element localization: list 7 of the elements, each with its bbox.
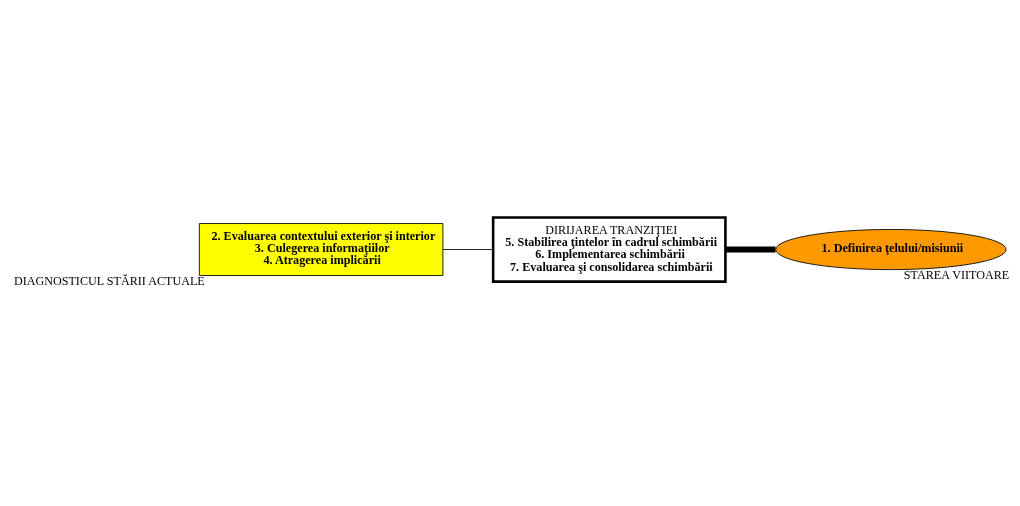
node-label: STAREA VIITOARE bbox=[903, 268, 1010, 283]
node-box: 2. Evaluarea contextului exterior şi interior 3. Culegerea informaţiilor 4. Atragerea implicării bbox=[198, 223, 444, 276]
node-box: DIRIJAREA TRANZIŢIEI 5. Stabilirea ţintelor în cadrul schimbării 6. Implementarea schimbării 7. Evaluarea şi consolidarea schimbării bbox=[491, 216, 727, 283]
connector bbox=[442, 249, 494, 250]
node-ellipse: 1. Definirea ţelului/misiunii bbox=[775, 229, 1007, 271]
node-label: DIAGNOSTICUL STĂRII ACTUALE bbox=[13, 274, 205, 289]
connector bbox=[725, 246, 776, 253]
